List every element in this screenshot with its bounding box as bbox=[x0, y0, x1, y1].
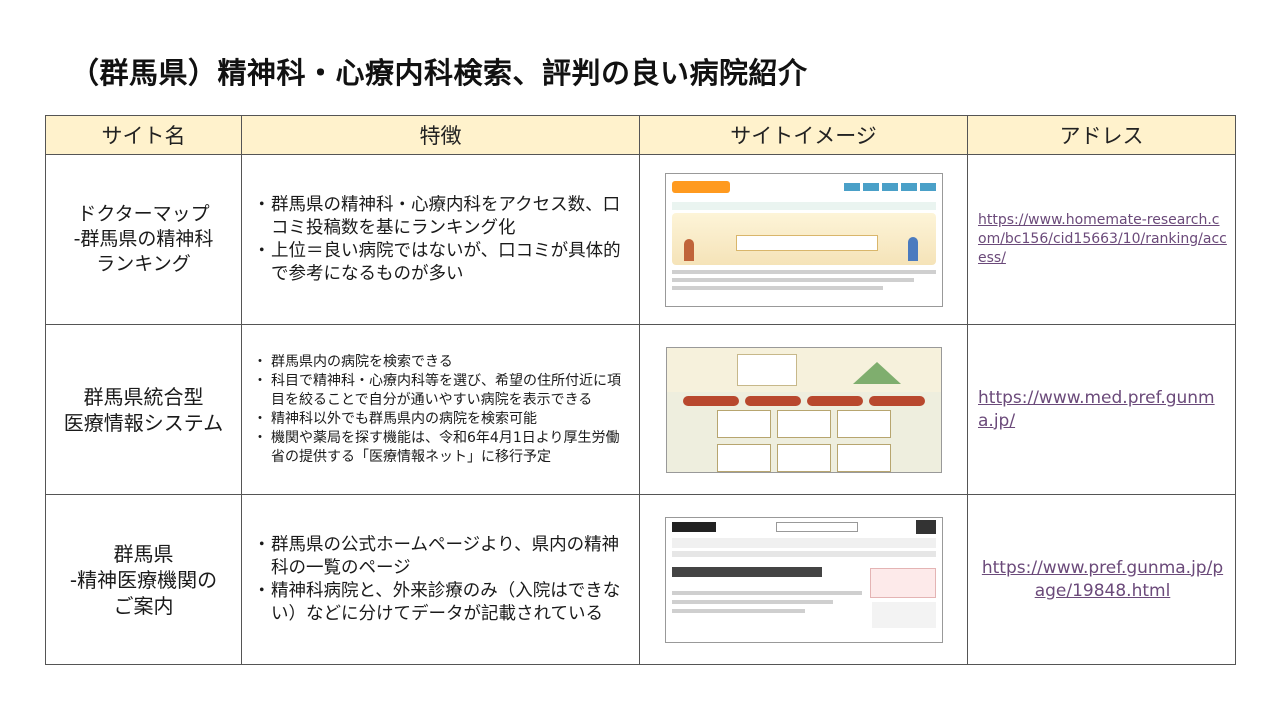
feature-item: 群馬県の公式ホームページより、県内の精神科の一覧のページ bbox=[253, 534, 631, 580]
features-cell: 群馬県の公式ホームページより、県内の精神科の一覧のページ 精神科病院と、外来診療… bbox=[241, 494, 640, 665]
feature-list: 群馬県の公式ホームページより、県内の精神科の一覧のページ 精神科病院と、外来診療… bbox=[253, 534, 631, 626]
gunma-medical-system-screenshot bbox=[665, 346, 942, 473]
features-cell: 群馬県の精神科・心療内科をアクセス数、口コミ投稿数を基にランキング化 上位＝良い… bbox=[241, 154, 640, 325]
page-title: （群馬県）精神科・心療内科検索、評判の良い病院紹介 bbox=[70, 56, 808, 90]
feature-list: 群馬県内の病院を検索できる 科目で精神科・心療内科等を選び、希望の住所付近に項目… bbox=[253, 353, 631, 467]
gunma-pref-screenshot bbox=[664, 516, 943, 643]
site-link[interactable]: https://www.pref.gunma.jp/page/19848.htm… bbox=[981, 557, 1224, 601]
feature-list: 群馬県の精神科・心療内科をアクセス数、口コミ投稿数を基にランキング化 上位＝良い… bbox=[253, 194, 631, 286]
table-row: 群馬県 -精神医療機関の ご案内 群馬県の公式ホームページより、県内の精神科の一… bbox=[45, 494, 1236, 665]
feature-item: 群馬県の精神科・心療内科をアクセス数、口コミ投稿数を基にランキング化 bbox=[253, 194, 631, 240]
doctor-map-screenshot bbox=[664, 172, 943, 307]
address-cell: https://www.med.pref.gunma.jp/ bbox=[967, 324, 1236, 495]
feature-item: 機関や薬局を探す機能は、令和6年4月1日より厚生労働省の提供する「医療情報ネット… bbox=[253, 429, 631, 467]
site-image-cell bbox=[639, 324, 968, 495]
header-site-image: サイトイメージ bbox=[639, 115, 968, 155]
address-cell: https://www.homemate-research.com/bc156/… bbox=[967, 154, 1236, 325]
doctor-map-logo bbox=[671, 180, 730, 193]
table-row: 群馬県統合型 医療情報システム 群馬県内の病院を検索できる 科目で精神科・心療内… bbox=[45, 324, 1236, 495]
address-cell: https://www.pref.gunma.jp/page/19848.htm… bbox=[967, 494, 1236, 665]
site-name-cell: 群馬県統合型 医療情報システム bbox=[45, 324, 242, 495]
feature-item: 科目で精神科・心療内科等を選び、希望の住所付近に項目を絞ることで自分が通いやすい… bbox=[253, 372, 631, 410]
feature-item: 上位＝良い病院ではないが、口コミが具体的で参考になるものが多い bbox=[253, 240, 631, 286]
header-features: 特徴 bbox=[241, 115, 640, 155]
ranking-banner bbox=[735, 234, 878, 251]
system-logo bbox=[736, 353, 797, 386]
table-header-row: サイト名 特徴 サイトイメージ アドレス bbox=[45, 115, 1236, 155]
header-address: アドレス bbox=[967, 115, 1236, 155]
site-link[interactable]: https://www.homemate-research.com/bc156/… bbox=[978, 212, 1227, 266]
feature-item: 精神科病院と、外来診療のみ（入院はできない）などに分けてデータが記載されている bbox=[253, 580, 631, 626]
site-link[interactable]: https://www.med.pref.gunma.jp/ bbox=[978, 387, 1215, 431]
site-name-cell: ドクターマップ -群馬県の精神科 ランキング bbox=[45, 154, 242, 325]
site-table: サイト名 特徴 サイトイメージ アドレス ドクターマップ -群馬県の精神科 ラン… bbox=[45, 115, 1236, 665]
site-image-cell bbox=[639, 154, 968, 325]
site-name-cell: 群馬県 -精神医療機関の ご案内 bbox=[45, 494, 242, 665]
gunma-logo bbox=[671, 521, 716, 532]
header-site-name: サイト名 bbox=[45, 115, 242, 155]
table-row: ドクターマップ -群馬県の精神科 ランキング 群馬県の精神科・心療内科をアクセス… bbox=[45, 154, 1236, 325]
site-image-cell bbox=[639, 494, 968, 665]
page-heading-bar bbox=[671, 566, 822, 577]
feature-item: 群馬県内の病院を検索できる bbox=[253, 353, 631, 372]
features-cell: 群馬県内の病院を検索できる 科目で精神科・心療内科等を選び、希望の住所付近に項目… bbox=[241, 324, 640, 495]
feature-item: 精神科以外でも群馬県内の病院を検索可能 bbox=[253, 410, 631, 429]
